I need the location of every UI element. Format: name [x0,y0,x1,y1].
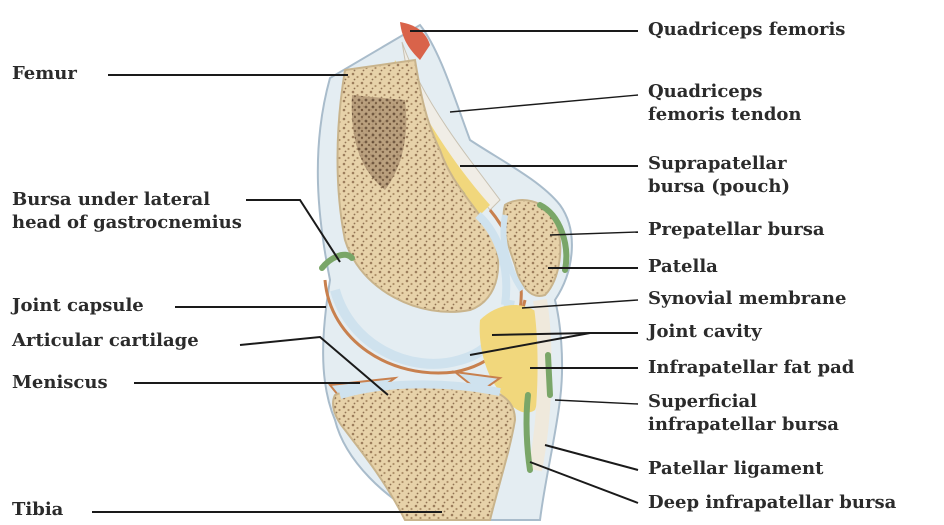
label-superficial-line2: infrapatellar bursa [648,413,839,436]
label-suprapatellar-line2: bursa (pouch) [648,175,790,198]
label-quadriceps-tendon-line2: femoris tendon [648,103,802,126]
label-bursa-gastrocnemius-line1: Bursa under lateral [12,188,242,211]
label-quadriceps-tendon-line1: Quadriceps [648,80,802,103]
label-femur: Femur [12,62,77,85]
label-patellar-ligament: Patellar ligament [648,457,823,480]
label-infrapatellar-fat-pad: Infrapatellar fat pad [648,356,854,379]
label-joint-capsule: Joint capsule [12,294,144,317]
label-bursa-gastrocnemius-line2: head of gastrocnemius [12,211,242,234]
label-suprapatellar-bursa: Suprapatellar bursa (pouch) [648,152,790,198]
label-deep-infrapatellar-bursa: Deep infrapatellar bursa [648,491,896,514]
label-superficial-infrapatellar-bursa: Superficial infrapatellar bursa [648,390,839,436]
label-joint-cavity: Joint cavity [648,320,762,343]
label-articular-cartilage: Articular cartilage [12,329,199,352]
label-patella: Patella [648,255,718,278]
label-quadriceps-femoris: Quadriceps femoris [648,18,845,41]
label-synovial-membrane: Synovial membrane [648,287,846,310]
label-bursa-gastrocnemius: Bursa under lateral head of gastrocnemiu… [12,188,242,234]
label-tibia: Tibia [12,498,63,521]
label-meniscus: Meniscus [12,371,108,394]
label-prepatellar-bursa: Prepatellar bursa [648,218,825,241]
label-suprapatellar-line1: Suprapatellar [648,152,790,175]
tibia-bone [333,383,515,520]
label-superficial-line1: Superficial [648,390,839,413]
label-quadriceps-tendon: Quadriceps femoris tendon [648,80,802,126]
